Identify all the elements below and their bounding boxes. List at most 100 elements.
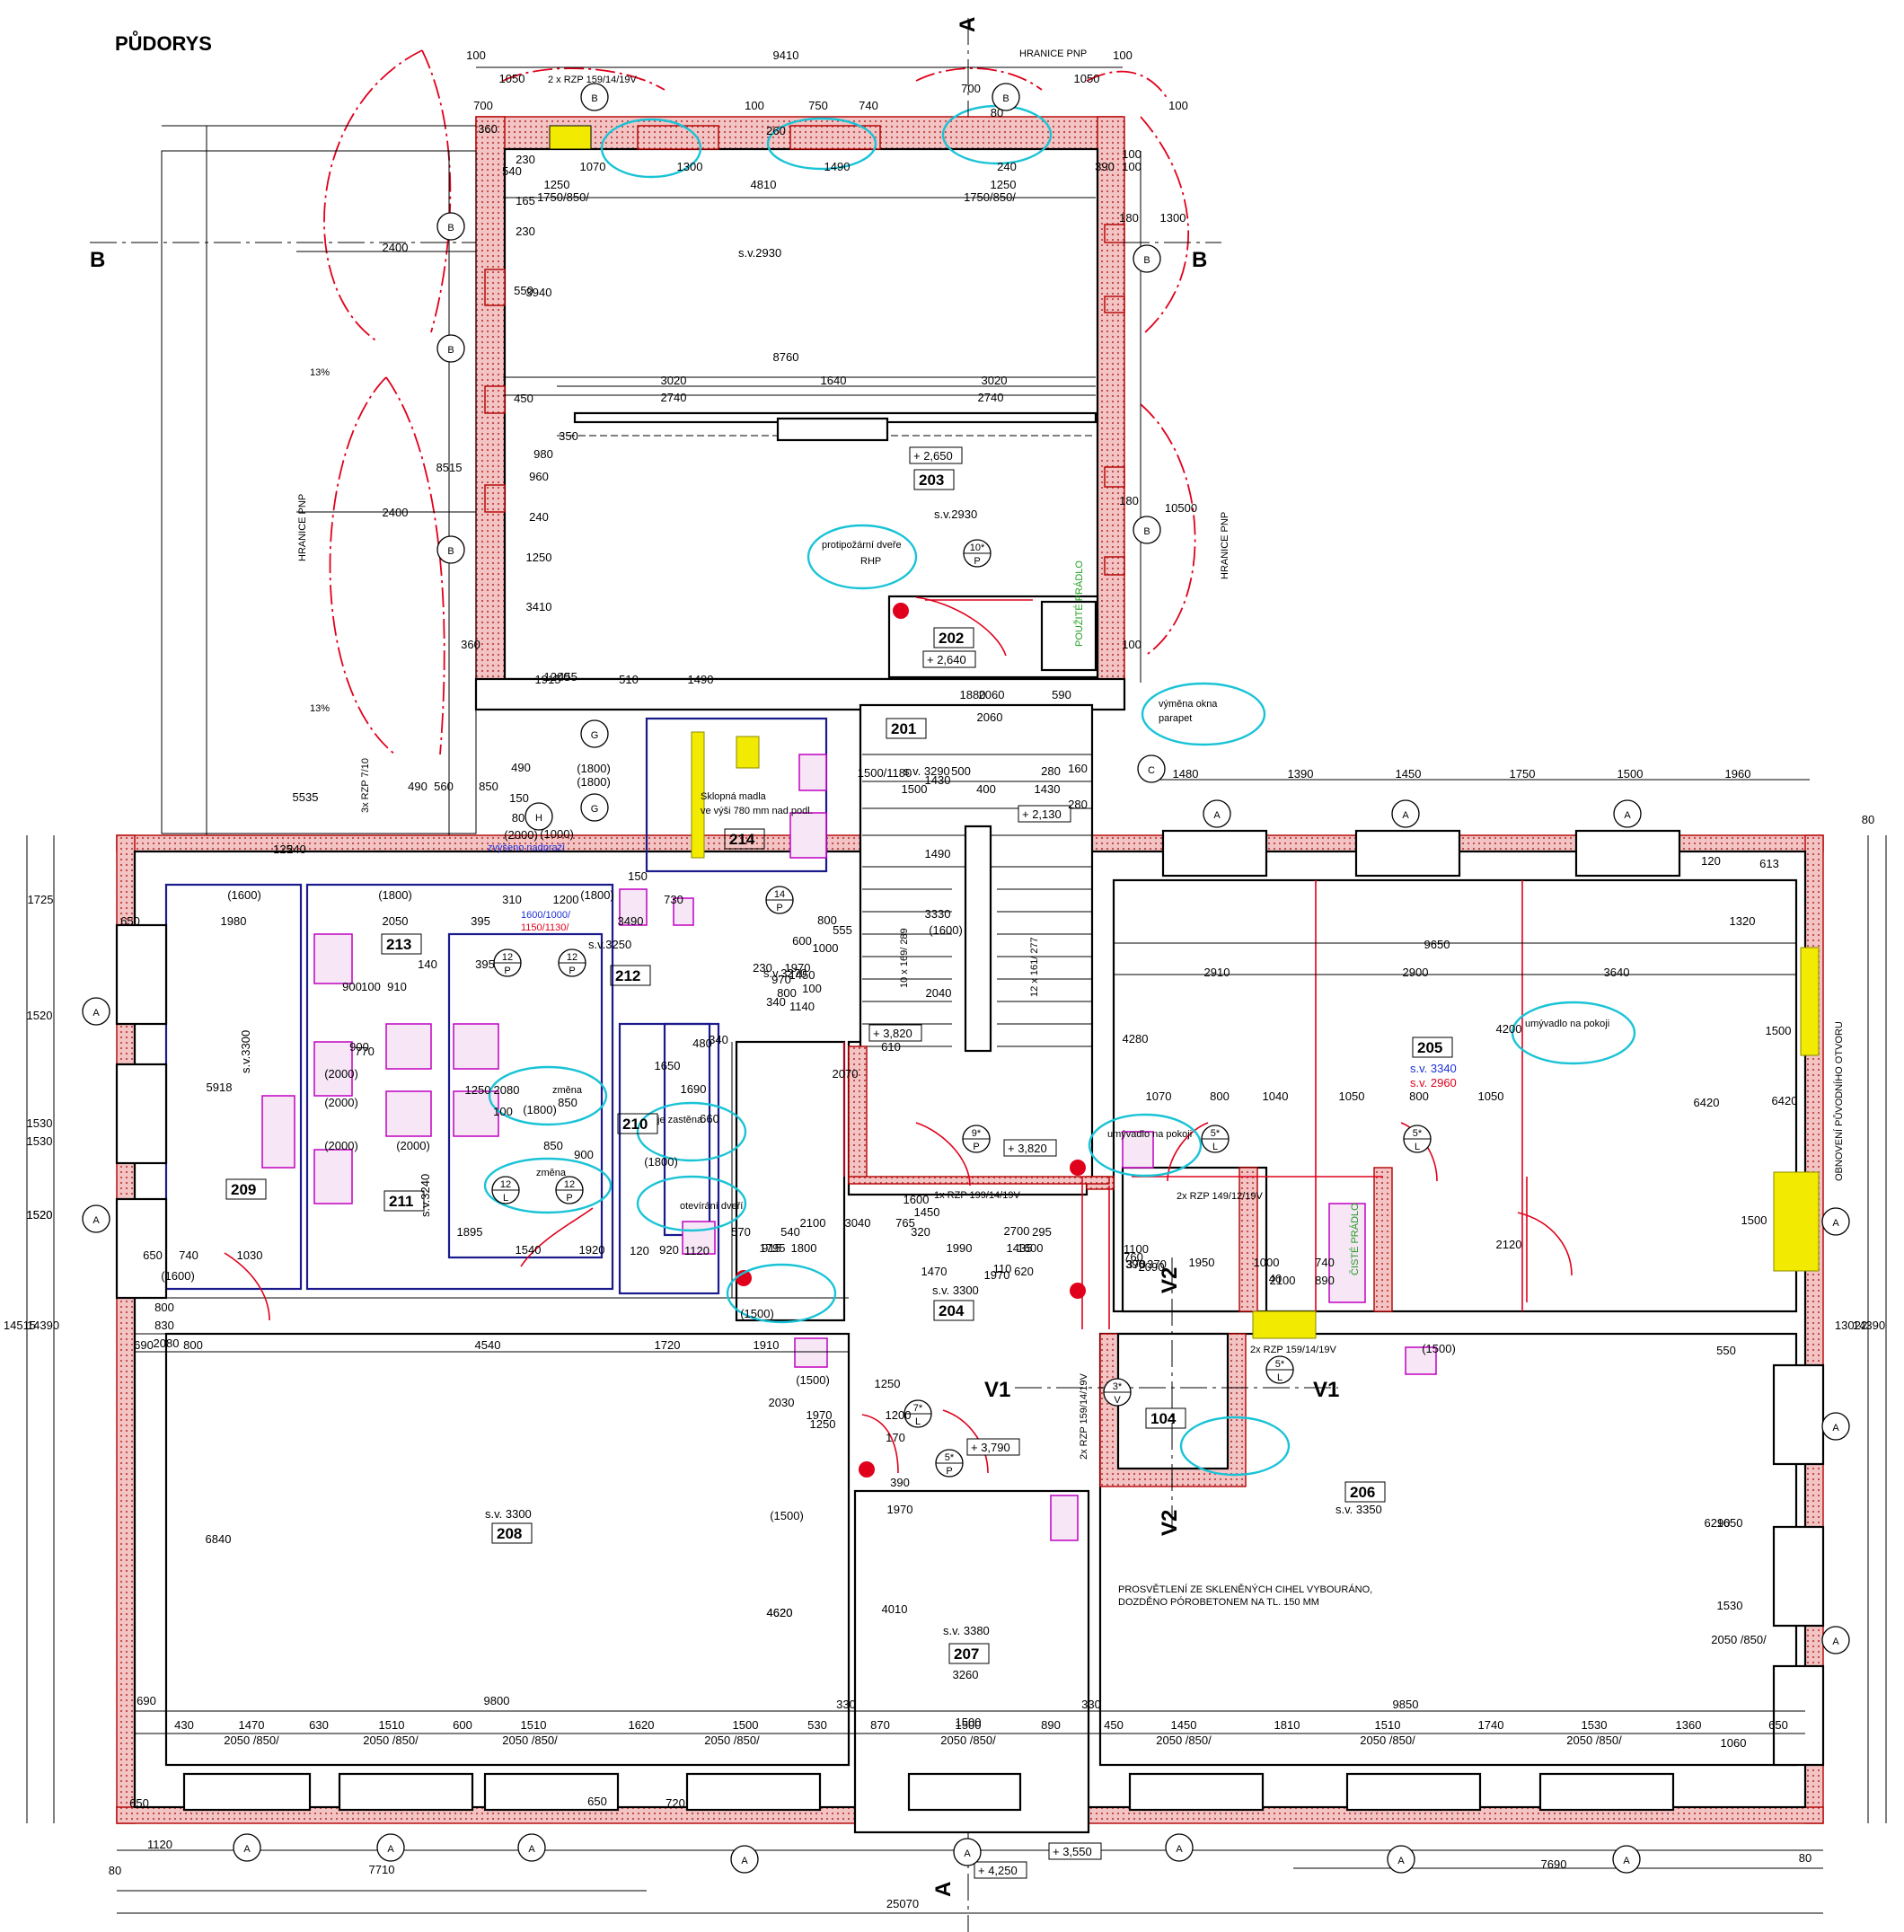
window-tag-letter: B [1143,255,1150,266]
dimension-label: 1530 [1582,1718,1608,1732]
dimension-label: 1250 [465,1083,491,1097]
dimension-label: 4010 [882,1602,908,1616]
dimension-label: 1750/850/ [964,190,1016,204]
dimension-label: 760 [1124,1250,1143,1264]
dimension-label: 1520 [27,1208,53,1222]
note-text: protipožární dveře [822,540,902,551]
dimension-label: 2400 [383,241,409,254]
room-number: 210 [622,1116,648,1133]
note-text: 2x RZP 159/14/19V [1250,1345,1336,1355]
dimension-lines [26,66,1887,1914]
dimension-label: 100 [1168,99,1188,112]
dimension-label: 1500 [1618,767,1644,781]
note-text: umývadlo na pokoji [1107,1129,1192,1140]
dimension-label: 2050 /850/ [1566,1734,1622,1747]
dimension-label: 100 [1122,638,1142,651]
dimension-label: 360 [461,638,480,651]
note-text: POUŽITÉ PRÁDLO [1073,560,1085,647]
dimension-label: 1750/850/ [537,190,589,204]
dimension-label: 2080 [154,1337,180,1350]
dimension-label: 2080 [494,1083,520,1097]
dimension-label: 100 [802,982,822,995]
dimension-label: 390 [1095,160,1115,173]
room-sv: s.v. 3300 [932,1284,979,1297]
dimension-label: 1750 [1510,767,1536,781]
dimension-label: 915 [762,1241,781,1255]
note-text: 1150/1130/ [521,922,569,933]
door-tag-number: 5* [1275,1359,1285,1370]
dimension-label: 395 [471,914,490,928]
dimension-label: 240 [286,842,306,856]
window-tag [233,1833,261,1862]
dimension-label: 650 [1768,1718,1788,1732]
dimension-label: 900 [342,980,362,993]
door-tag-number: 5* [1413,1128,1423,1139]
window-tag-letter: A [1832,1636,1839,1647]
note-text: je zastěna [657,1115,703,1125]
note-text: umývadlo na pokoji [1525,1019,1609,1029]
dimension-label: 800 [154,1301,174,1314]
room-sv-red: s.v. 2960 [1410,1076,1457,1090]
dimension-label: 920 [659,1243,679,1257]
window-tag-letter: B [447,345,454,356]
window-tag [992,83,1020,111]
level-markers [868,446,1102,1879]
door-tag-type: P [974,556,980,567]
dimension-label: 740 [179,1248,198,1262]
door-tag-number: 7* [913,1403,923,1414]
dimension-label: 1120 [684,1244,710,1257]
door-tag-number: 12 [564,1179,575,1190]
window-tag-letter: A [1832,1423,1839,1434]
door-tag-type: L [915,1416,921,1427]
window-tag [1612,1845,1641,1874]
window-tag [436,535,465,564]
fire-boundary-curves [323,49,1196,755]
dimension-label: 390 [1125,1257,1145,1271]
note-text: PROSVĚTLENÍ ZE SKLENĚNÝCH CIHEL VYBOURÁN… [1118,1584,1372,1595]
dimension-label: 1500/1180 [858,766,912,780]
dimension-label: 3040 [845,1216,871,1230]
dimension-label: 1120 [147,1838,172,1851]
dimension-label: 1500 [956,1716,982,1729]
room-number: 205 [1417,1039,1442,1056]
dimension-label: 750 [808,99,828,112]
dimension-label: 1250 [991,178,1017,191]
sanitary-fixtures [261,754,1437,1541]
dimension-label: 850 [543,1139,563,1152]
dimension-label: 14515 [4,1319,36,1332]
window-tag [82,1204,110,1233]
dimension-label: 1070 [580,160,606,173]
dimension-label: 320 [911,1225,930,1239]
dimension-label: (1800) [378,888,412,902]
dimension-label: 1500 [956,1718,982,1732]
dimension-label: 2030 [769,1396,795,1409]
note-text: HRANICE PNP [297,494,308,561]
dimension-label: 9850 [1393,1698,1419,1711]
level-label: + 4,250 [978,1864,1018,1877]
door-tag-number: 3* [1113,1381,1123,1392]
dimension-label: 140 [418,957,437,971]
door-tag-type: L [503,1193,508,1204]
window-tag-letter: G [591,730,599,741]
dimension-label: 1720 [655,1338,681,1352]
door-tag-number: 12 [502,952,513,963]
window-tag [953,1838,982,1866]
room-number: 206 [1350,1484,1375,1501]
note-text: 3x RZP 7/10 [360,758,371,813]
dimension-label: 1650 [655,1059,681,1072]
south-windows [115,731,1825,1812]
dimension-label: 1430 [925,773,951,787]
note-text: OBNOVENÍ PŮVODNÍHO OTVORU [1833,1021,1845,1181]
dimension-label: 1740 [1478,1718,1504,1732]
room-number: 212 [615,967,640,984]
room-sv: s.v. 3300 [485,1507,532,1521]
dimension-label: 2910 [1204,966,1230,979]
note-text: parapet [1159,713,1192,724]
window-tag [376,1833,405,1862]
dimension-label: 650 [129,1796,149,1810]
dimension-label: 110 [993,1262,1012,1275]
window-tag-letter: A [1832,1218,1839,1229]
dimension-label: 700 [473,99,493,112]
dimension-label: 1600 [1018,1241,1044,1255]
dimension-label: 490 [511,761,531,774]
